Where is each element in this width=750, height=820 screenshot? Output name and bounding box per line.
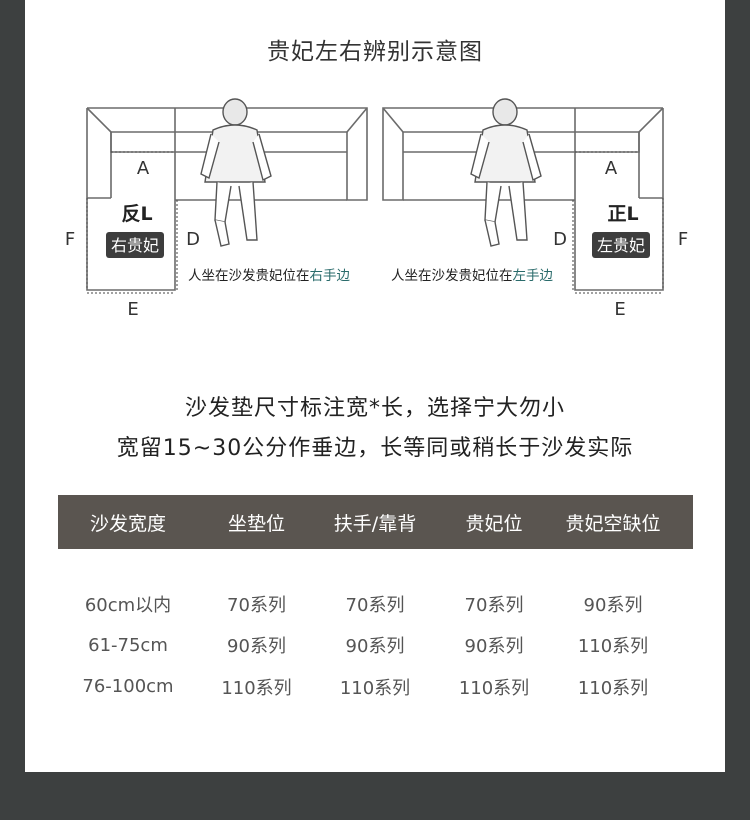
header-seat: 坐垫位 [227,512,285,535]
left-tag: 右贵妃 [111,236,159,255]
right-shape-label: 正L [607,203,638,225]
table-cell: 110系列 [221,677,292,699]
right-dims [572,151,664,294]
left-label-f: F [65,229,75,250]
table-cell: 90系列 [464,636,524,658]
table-cell: 61-75cm [88,634,168,656]
table-cell: 76-100cm [82,676,174,698]
right-caption: 人坐在沙发贵妃位在左手边 [391,268,553,284]
table-row: 76-100cm 110系列 110系列 110系列 110系列 [58,666,693,708]
right-label-d: D [553,229,567,250]
table-cell: 90系列 [345,636,405,658]
content-card: 贵妃左右辨别示意图 [25,0,725,772]
person-figure-right [470,98,542,247]
chaise-diagram: A 反L 右贵妃 F D E 人坐在沙发贵妃位在右手边 [65,98,688,320]
header-chaise-gap: 贵妃空缺位 [565,512,661,535]
table-row: 61-75cm 90系列 90系列 90系列 110系列 [58,625,693,667]
table-cell: 70系列 [227,594,286,616]
right-tag: 左贵妃 [597,236,645,255]
table-cell: 110系列 [458,677,530,699]
size-table-header: 沙发宽度 坐垫位 扶手/靠背 贵妃位 贵妃空缺位 [58,495,693,549]
left-shape-label: 反L [121,203,152,225]
header-sofa-width: 沙发宽度 [89,512,166,535]
left-label-e: E [127,299,138,320]
right-tag-bg [592,232,650,258]
table-cell: 110系列 [577,636,649,658]
note-line-1: 沙发垫尺寸标注宽*长，选择宁大勿小 [184,396,565,421]
table-cell: 110系列 [339,677,411,699]
left-caption: 人坐在沙发贵妃位在右手边 [188,268,350,284]
person-figure-left [200,98,272,247]
table-row: 60cm以内 70系列 70系列 70系列 90系列 [58,583,693,625]
size-table-body: 60cm以内 70系列 70系列 70系列 90系列 61-75cm 90系列 … [58,583,693,708]
left-tag-bg [106,232,164,258]
right-label-a: A [605,158,618,179]
right-label-e: E [614,299,625,320]
table-cell: 110系列 [577,677,649,699]
page-title: 贵妃左右辨别示意图 [267,39,483,65]
left-dims [86,151,178,294]
table-cell: 90系列 [227,636,286,658]
table-cell: 70系列 [345,594,405,616]
table-cell: 60cm以内 [84,594,172,616]
header-chaise: 贵妃位 [465,512,523,535]
header-armrest-back: 扶手/靠背 [333,512,417,535]
left-label-d: D [186,229,200,250]
right-label-f: F [678,229,688,250]
note-line-2: 宽留15~30公分作垂边，长等同或稍长于沙发实际 [116,436,634,461]
table-cell: 70系列 [464,594,524,616]
table-cell: 90系列 [583,594,643,616]
left-label-a: A [137,158,150,179]
